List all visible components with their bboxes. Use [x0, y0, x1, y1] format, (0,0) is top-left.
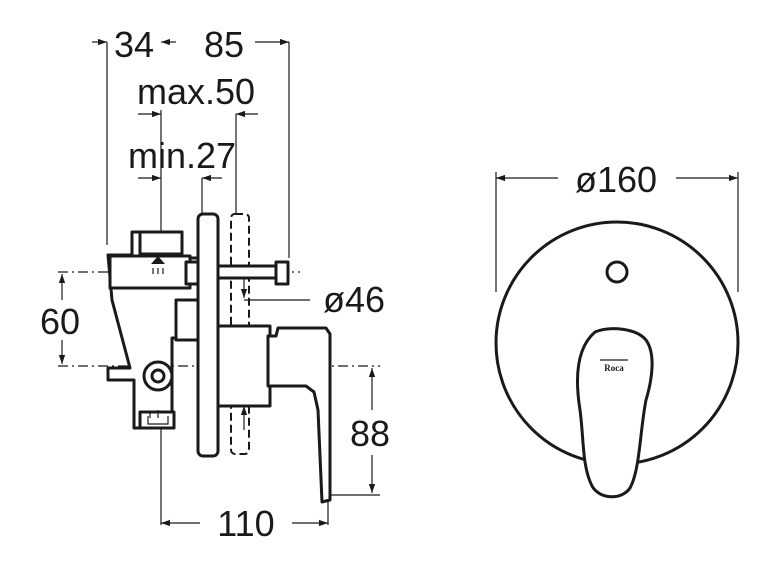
dim-85: 85: [204, 24, 244, 65]
sleeve: [216, 324, 272, 408]
spindle: [184, 260, 290, 286]
bathtub-icon: [147, 410, 169, 425]
lever-handle: [266, 326, 332, 504]
dim-110: 110: [217, 503, 274, 544]
dim-34: 34: [114, 24, 154, 65]
shower-icon: [151, 256, 165, 274]
front-lever-handle: [576, 327, 654, 499]
dim-60: 60: [40, 301, 80, 342]
front-view: Roca: [494, 172, 740, 499]
dim-min27: min.27: [128, 135, 236, 176]
roca-logo: Roca: [600, 359, 628, 373]
dim-max50: max.50: [137, 71, 255, 112]
diverter-hole: [605, 260, 629, 284]
dim-88: 88: [350, 413, 390, 454]
wall-plate: [196, 212, 220, 458]
dim-46: ø46: [323, 279, 385, 320]
dim-160: ø160: [575, 159, 657, 200]
side-view: [58, 38, 380, 527]
svg-text:Roca: Roca: [604, 363, 624, 373]
